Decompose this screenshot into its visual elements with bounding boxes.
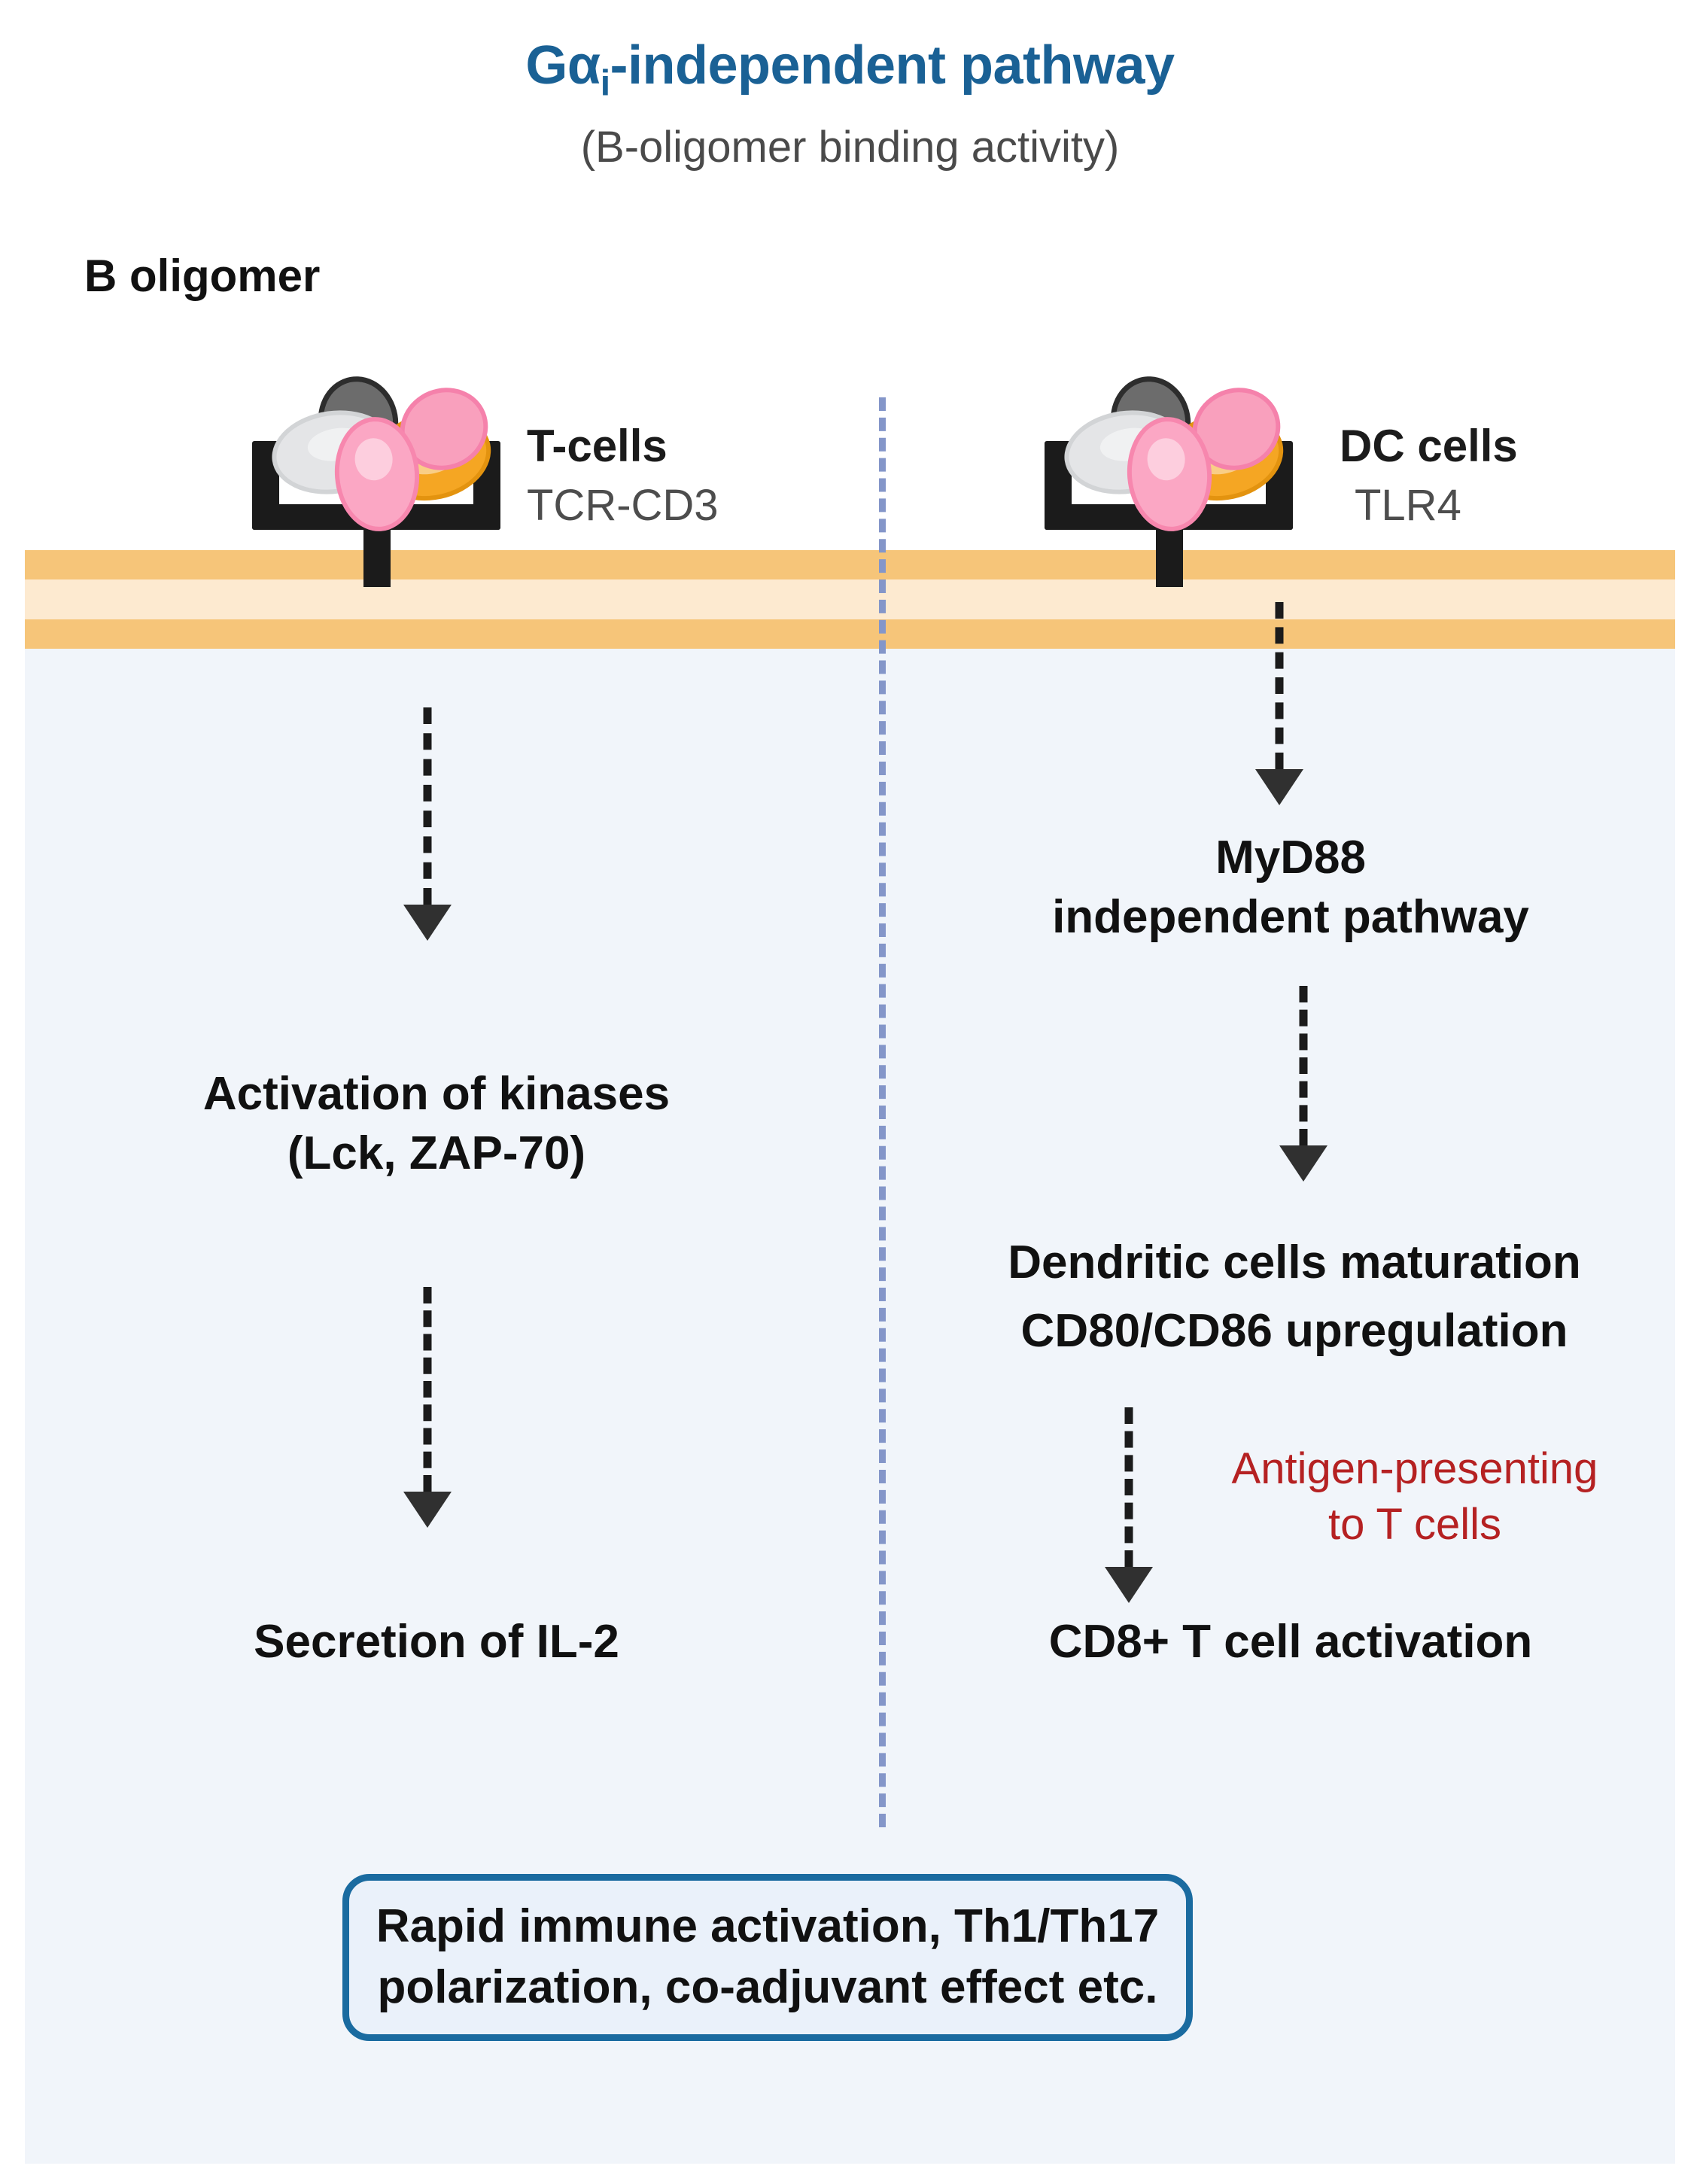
- node-line-1: Secretion of IL-2: [254, 1616, 619, 1668]
- arrow-shaft: [423, 707, 432, 905]
- outcome-text: Rapid immune activation, Th1/Th17 polari…: [376, 1900, 1160, 2013]
- node-line-1: Dendritic cells maturation: [1008, 1236, 1581, 1288]
- receptor-stem: [363, 522, 391, 587]
- receptor-bracket: [252, 441, 500, 530]
- node-activation-of-kinases: Activation of kinases (Lck, ZAP-70): [0, 1064, 873, 1184]
- title-text-prefix: G: [525, 35, 567, 96]
- subunit-gloss: [1145, 436, 1187, 482]
- node-line-2: independent pathway: [1052, 891, 1529, 944]
- page-subtitle: (B-oligomer binding activity): [580, 123, 1120, 172]
- arrow-receptor-to-kinases: [403, 707, 452, 941]
- node-line-2: CD80/CD86 upregulation: [1020, 1305, 1568, 1358]
- cell-membrane: [25, 550, 1675, 649]
- page-title: Gαi-independent pathway: [0, 35, 1700, 104]
- arrow-kinases-to-il2: [403, 1287, 452, 1528]
- arrow-shaft: [1299, 986, 1308, 1145]
- title-text-suffix: -independent pathway: [610, 35, 1175, 96]
- arrow-receptor-to-myd88: [1255, 602, 1303, 805]
- arrow-head: [1255, 769, 1303, 805]
- node-line-2: (Lck, ZAP-70): [287, 1127, 586, 1180]
- arrow-dc-maturation-to-cd8: [1105, 1407, 1153, 1603]
- arrow-head: [403, 1492, 452, 1528]
- node-secretion-of-il2: Secretion of IL-2: [0, 1612, 873, 1671]
- arrow-myd88-to-dc-maturation: [1279, 986, 1327, 1182]
- t-cell-receptor-icon: [252, 370, 500, 587]
- arrow-shaft: [1275, 602, 1284, 769]
- node-line-1: Activation of kinases: [202, 1068, 671, 1120]
- t-cell-receptor-sublabel: TCR-CD3: [527, 481, 719, 530]
- annotation-antigen-presenting: Antigen-presenting to T cells: [1151, 1441, 1678, 1553]
- arrow-head: [1105, 1567, 1153, 1603]
- dc-cell-receptor-sublabel: TLR4: [1355, 481, 1461, 530]
- node-line-1: CD8+ T cell activation: [1048, 1616, 1533, 1668]
- ligand-label: B oligomer: [84, 251, 321, 301]
- membrane-band-bottom: [25, 619, 1675, 649]
- receptor-stem: [1156, 522, 1183, 587]
- node-line-1: MyD88: [1215, 832, 1366, 884]
- branch-divider: [879, 397, 886, 1827]
- annotation-line-1: Antigen-presenting: [1231, 1444, 1598, 1493]
- t-cell-receptor-label: T-cells: [527, 421, 668, 471]
- node-myd88-independent-pathway: MyD88 independent pathway: [903, 828, 1678, 948]
- node-cd8-t-cell-activation: CD8+ T cell activation: [903, 1612, 1678, 1671]
- arrow-head: [403, 905, 452, 941]
- arrow-head: [1279, 1145, 1327, 1182]
- annotation-line-2: to T cells: [1328, 1500, 1501, 1550]
- membrane-band-mid: [25, 579, 1675, 619]
- outcome-box: Rapid immune activation, Th1/Th17 polari…: [342, 1874, 1193, 2041]
- title-text-alpha: α: [567, 35, 601, 96]
- dc-cell-receptor-label: DC cells: [1340, 421, 1518, 471]
- membrane-band-top: [25, 550, 1675, 579]
- subunit-gloss: [353, 436, 394, 482]
- arrow-shaft: [1124, 1407, 1133, 1567]
- title-subscript-i: i: [600, 63, 610, 104]
- node-dendritic-cells-maturation: Dendritic cells maturation CD80/CD86 upr…: [903, 1233, 1686, 1361]
- arrow-shaft: [423, 1287, 432, 1492]
- dc-cell-receptor-icon: [1045, 370, 1293, 587]
